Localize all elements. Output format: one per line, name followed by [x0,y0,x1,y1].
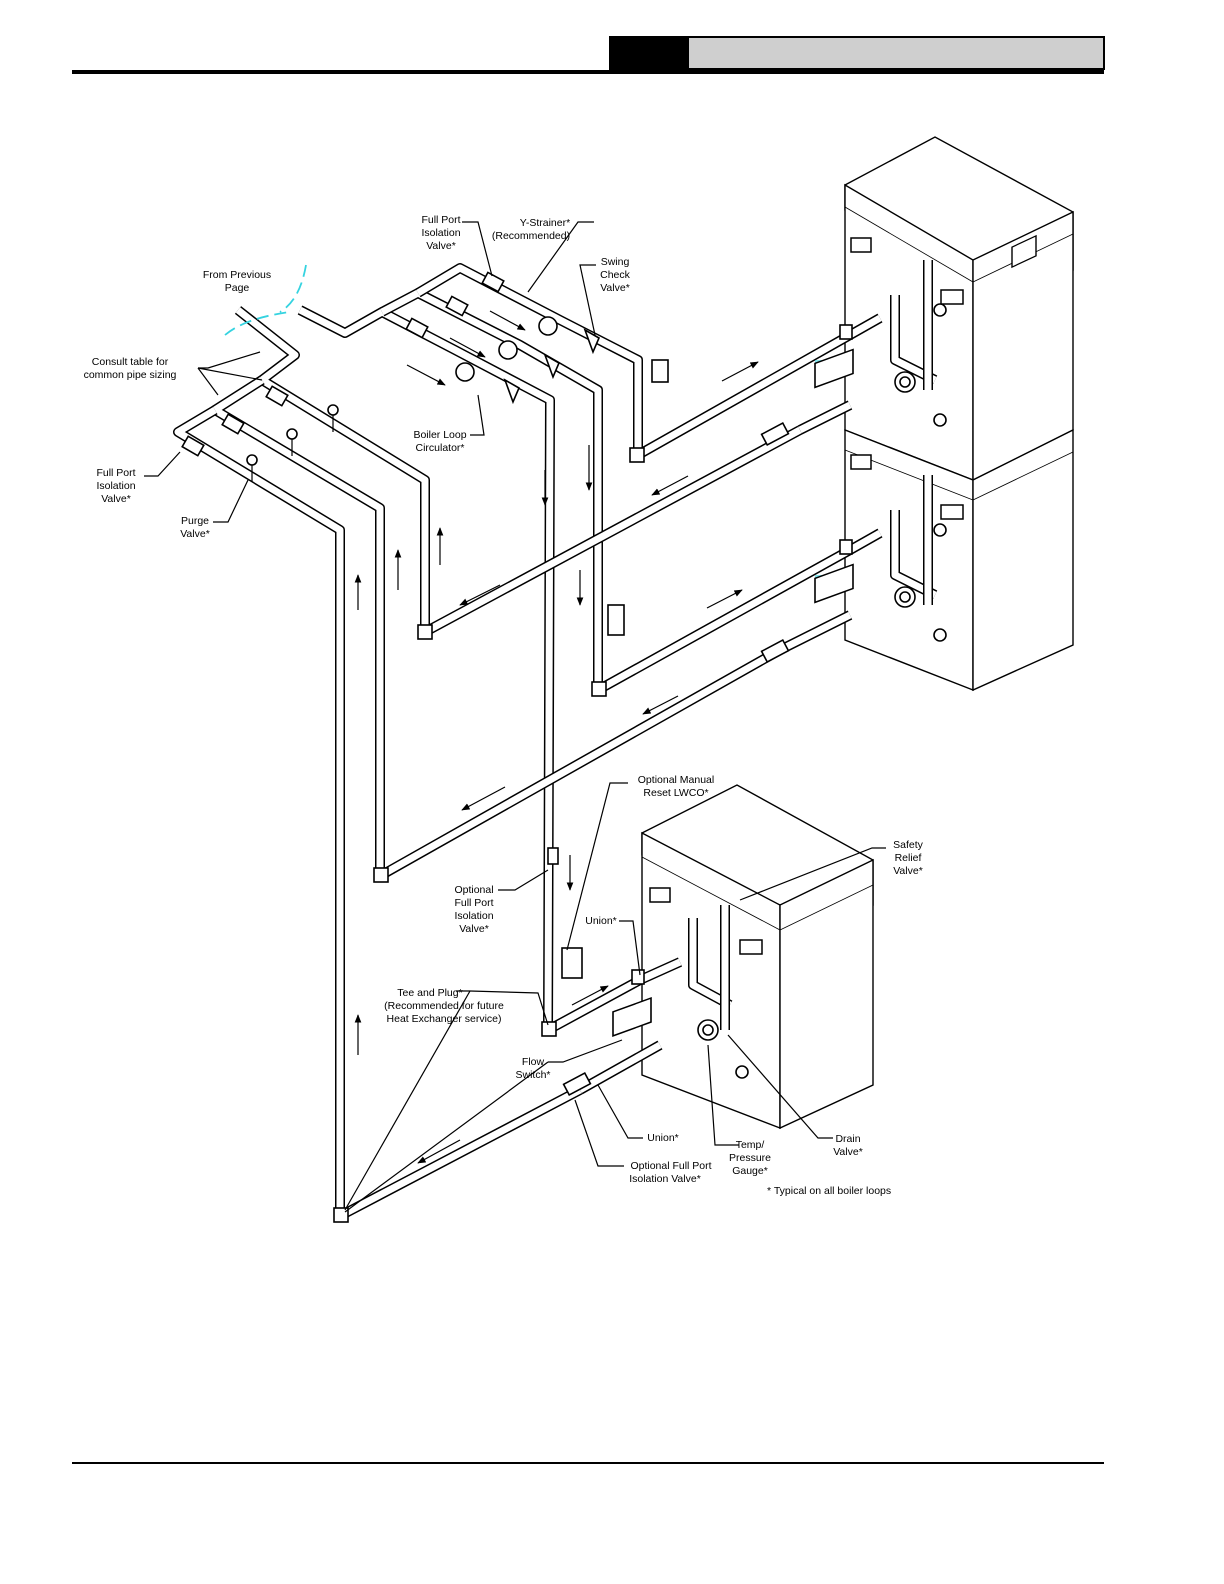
callout-y-strainer: Y-Strainer* (Recommended) [492,217,570,242]
callout-line: Union* [647,1132,679,1144]
callout-line: Pressure [729,1152,771,1164]
callout-line: Gauge* [732,1165,768,1177]
header-piping [173,260,938,1221]
leader-lines [144,221,886,1213]
callout-line: Purge [181,515,209,527]
note-line: * Typical on all boiler loops [767,1185,891,1197]
callout-from-previous-page: From Previous Page [203,269,271,294]
callout-purge-valve: Purge Valve* [180,515,210,540]
callout-consult-table: Consult table for common pipe sizing [84,356,177,381]
flow-arrows [354,310,759,1164]
callout-optional-full-port-isolation-valve-bottom: Optional Full Port Isolation Valve* [629,1160,711,1185]
page-header [0,0,1224,80]
callout-optional-manual-reset-lwco: Optional Manual Reset LWCO* [638,774,714,799]
callout-line: Full Port [421,214,460,226]
callout-line: Tee and Plug* [397,987,462,999]
boiler-single [641,784,874,1130]
callout-union-top: Union* [585,915,617,927]
header-rule [72,70,1104,74]
footer-rule [72,1462,1104,1464]
callout-optional-full-port-isolation-valve-mid: Optional Full Port Isolation Valve* [454,884,493,935]
callout-line: Valve* [101,493,131,505]
callout-line: Full Port [96,467,135,479]
callout-line: Check [600,269,631,281]
boiler-upper-top [844,136,1074,482]
typical-note: * Typical on all boiler loops [767,1185,891,1197]
callout-line: Safety [893,839,924,851]
callout-line: Boiler Loop [413,429,466,441]
callout-line: (Recommended) [492,230,570,242]
boiler-upper-bottom [844,428,1074,692]
callout-line: Valve* [600,282,630,294]
callout-boiler-loop-circulator: Boiler Loop Circulator* [413,429,466,454]
callout-line: Circulator* [415,442,464,454]
callout-line: (Recommended for future [384,1000,504,1012]
callout-line: Valve* [833,1146,863,1158]
callout-line: Switch* [515,1069,550,1081]
callout-line: common pipe sizing [84,369,177,381]
callout-line: Relief [895,852,922,864]
callout-line: Valve* [180,528,210,540]
callout-line: Isolation Valve* [629,1173,701,1185]
callout-temp-pressure-gauge: Temp/ Pressure Gauge* [729,1139,771,1177]
callout-line: Flow [522,1056,545,1068]
callout-line: Valve* [426,240,456,252]
callout-line: Reset LWCO* [643,787,708,799]
callout-line: Swing [601,256,630,268]
callout-safety-relief-valve: Safety Relief Valve* [893,839,924,877]
callout-line: Valve* [893,865,923,877]
header-black-tab [609,36,689,70]
callout-union-bottom: Union* [647,1132,679,1144]
callout-line: Union* [585,915,617,927]
callout-line: Temp/ [736,1139,765,1151]
callout-line: Isolation [421,227,460,239]
callout-line: Optional Manual [638,774,714,786]
callout-swing-check-valve: Swing Check Valve* [600,256,631,294]
callout-line: From Previous [203,269,271,281]
callout-line: Heat Exchanger service) [387,1013,502,1025]
header-section-bar [689,36,1105,70]
callout-line: Consult table for [92,356,169,368]
callout-line: Isolation [96,480,135,492]
callout-full-port-isolation-valve-top: Full Port Isolation Valve* [421,214,460,252]
callout-line: Isolation [454,910,493,922]
callout-full-port-isolation-valve-left: Full Port Isolation Valve* [96,467,135,505]
callout-flow-switch: Flow Switch* [515,1056,550,1081]
fittings [181,271,916,1223]
callout-line: Valve* [459,923,489,935]
callout-line: Page [225,282,250,294]
callout-line: Optional Full Port [630,1160,711,1172]
callout-line: Y-Strainer* [520,217,570,229]
callout-tee-and-plug: Tee and Plug* (Recommended for future He… [384,987,504,1025]
callout-line: Optional [454,884,493,896]
callout-line: Full Port [454,897,493,909]
callout-line: Drain [835,1133,860,1145]
callout-drain-valve: Drain Valve* [833,1133,863,1158]
